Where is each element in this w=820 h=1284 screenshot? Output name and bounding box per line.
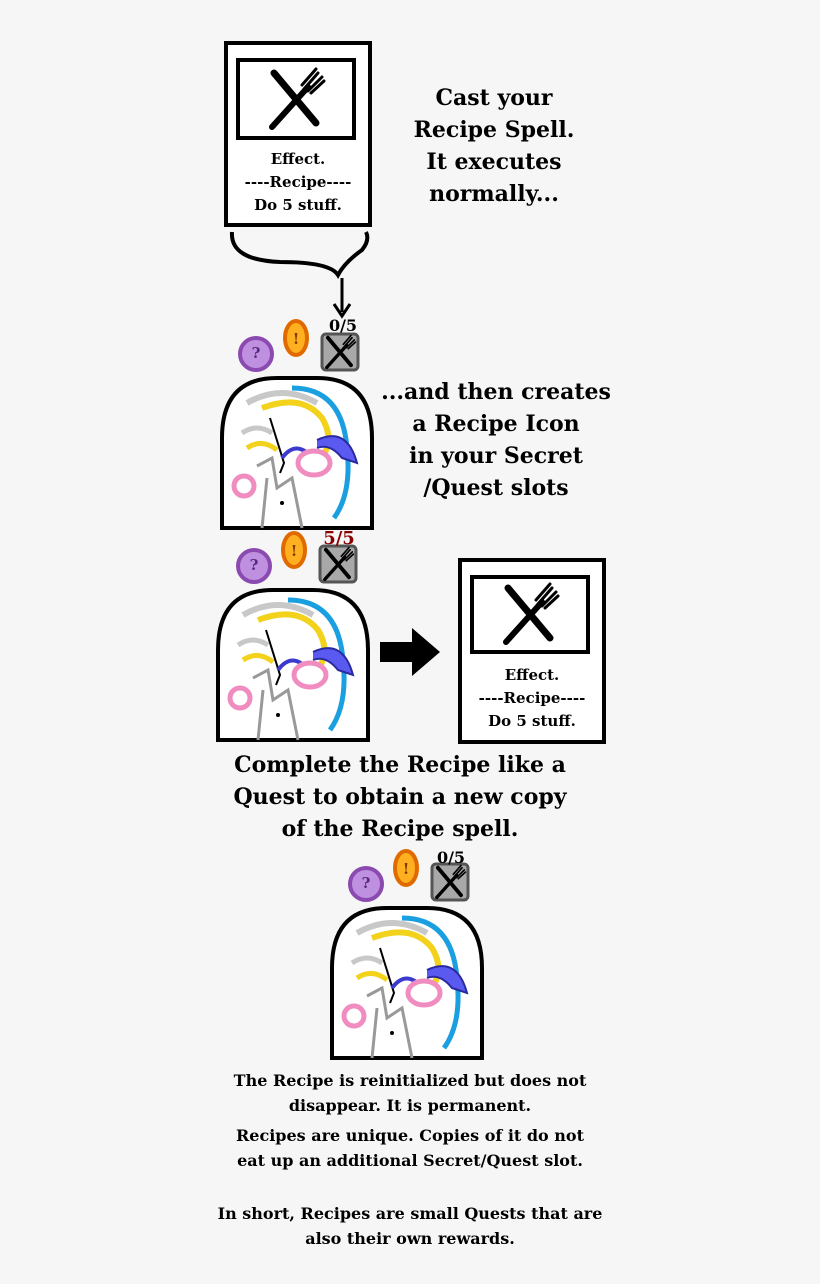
recipe-counter-reset: 0/5 bbox=[436, 848, 466, 867]
caption-unique: Recipes are unique. Copies of it do not … bbox=[236, 1126, 584, 1170]
character-portrait-2 bbox=[218, 590, 368, 740]
card-1-divider: ----Recipe---- bbox=[244, 173, 352, 191]
caption-summary: In short, Recipes are small Quests that … bbox=[217, 1204, 603, 1248]
spell-card-1 bbox=[224, 41, 372, 227]
bracket-connector bbox=[229, 231, 370, 279]
quest-icon-2: ! bbox=[290, 542, 298, 560]
quest-icon-1: ! bbox=[292, 330, 300, 348]
card-1-effect: Effect. bbox=[270, 150, 326, 168]
caption-complete: Complete the Recipe like a Quest to obta… bbox=[233, 752, 567, 842]
right-arrow bbox=[380, 628, 440, 676]
card-2-body: Do 5 stuff. bbox=[488, 712, 576, 730]
quest-icon-3: ! bbox=[402, 860, 410, 878]
card-2-divider: ----Recipe---- bbox=[478, 689, 586, 707]
spell-card-2 bbox=[458, 558, 606, 744]
secret-icon-3: ? bbox=[361, 874, 371, 892]
caption-cast: Cast your Recipe Spell. It executes norm… bbox=[413, 85, 575, 207]
character-portrait-3 bbox=[332, 908, 482, 1058]
card-2-effect: Effect. bbox=[504, 666, 560, 684]
caption-reinit: The Recipe is reinitialized but does not… bbox=[233, 1071, 587, 1115]
down-arrow-head bbox=[332, 303, 352, 319]
secret-icon-1: ? bbox=[251, 344, 261, 362]
card-1-body: Do 5 stuff. bbox=[254, 196, 342, 214]
recipe-counter-initial: 0/5 bbox=[328, 316, 358, 335]
caption-creates: ...and then creates a Recipe Icon in you… bbox=[381, 379, 611, 501]
recipe-counter-complete: 5/5 bbox=[323, 528, 355, 549]
secret-icon-2: ? bbox=[249, 556, 259, 574]
character-portrait-1 bbox=[222, 378, 372, 528]
